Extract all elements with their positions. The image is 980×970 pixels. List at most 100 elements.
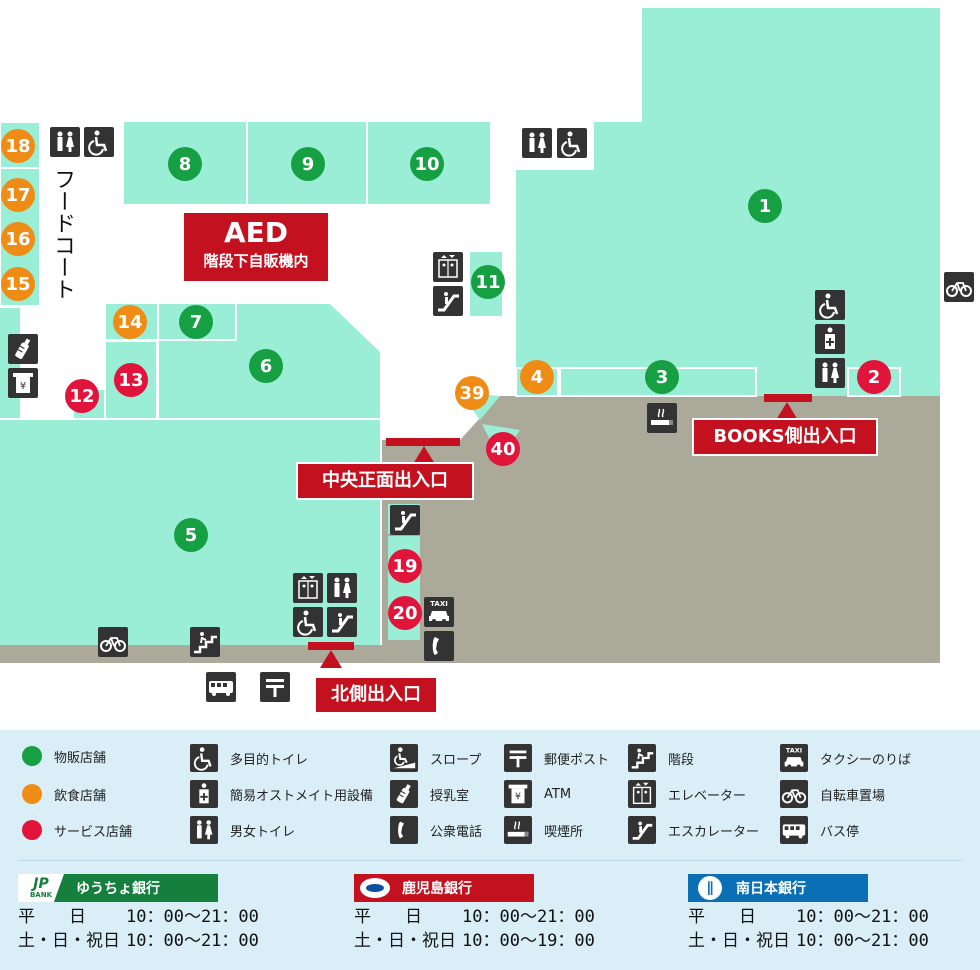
store-marker-7[interactable]: 7	[179, 305, 213, 339]
wheelchair-icon	[190, 744, 218, 772]
post-icon	[260, 672, 290, 702]
books-entrance-label[interactable]: BOOKS側出入口	[692, 418, 878, 456]
elevator-icon	[433, 252, 463, 282]
bank-header-kagoshima: 鹿児島銀行	[354, 874, 534, 902]
smoking-icon	[647, 403, 677, 433]
bank-header-yucho: JP BANK ゆうちょ銀行	[18, 874, 218, 902]
store-marker-11[interactable]: 11	[471, 265, 505, 299]
store-marker-14[interactable]: 14	[113, 305, 147, 339]
hours-value: 10：00〜21：00	[462, 907, 595, 927]
wheelchair-icon	[293, 607, 323, 637]
store-marker-20[interactable]: 20	[388, 596, 422, 630]
legend-label: ATM	[544, 786, 572, 802]
legend-divider	[18, 860, 962, 861]
service-dot	[22, 820, 42, 840]
store-marker-18[interactable]: 18	[1, 129, 35, 163]
legend-item-elevator: エレベーター	[628, 780, 746, 808]
store-marker-3[interactable]: 3	[645, 360, 679, 394]
hours-label: 平 日	[688, 907, 756, 927]
slope-icon	[390, 744, 418, 772]
central-entrance-label[interactable]: 中央正面出入口	[296, 462, 474, 500]
store-marker-6[interactable]: 6	[249, 349, 283, 383]
svg-text:¥: ¥	[20, 381, 26, 392]
legend-item-bicycle: 自転車置場	[780, 780, 885, 808]
escalator-icon	[628, 816, 656, 844]
escalator-icon	[327, 607, 357, 637]
legend-label: 飲食店舗	[54, 788, 107, 804]
store-marker-39[interactable]: 39	[455, 376, 489, 410]
ostomate-icon	[190, 780, 218, 808]
hours-value: 10：00〜21：00	[796, 931, 929, 951]
food-court-label: フードコート	[50, 168, 75, 300]
store-marker-15[interactable]: 15	[1, 267, 35, 301]
legend-category-service: サービス店舗	[22, 820, 132, 840]
store-marker-16[interactable]: 16	[1, 222, 35, 256]
store-marker-10[interactable]: 10	[410, 147, 444, 181]
legend-label: サービス店舗	[54, 824, 133, 840]
store-marker-2[interactable]: 2	[857, 360, 891, 394]
post-icon	[504, 744, 532, 772]
legend-label: 物販店舗	[54, 750, 107, 766]
walkway	[0, 396, 940, 663]
bank-header-minami-nippon: ∥ 南日本銀行	[688, 874, 868, 902]
restroom-icon	[815, 358, 845, 388]
wheelchair-icon	[84, 127, 114, 157]
legend-label: タクシーのりば	[820, 752, 912, 768]
store-marker-9[interactable]: 9	[291, 147, 325, 181]
legend-item-bus: バス停	[780, 816, 859, 844]
legend-label: エスカレーター	[668, 824, 760, 840]
hours-label: 土・日・祝日	[354, 931, 456, 951]
store-marker-12[interactable]: 12	[65, 379, 99, 413]
stairs-icon	[190, 627, 220, 657]
legend-label: 階段	[668, 752, 695, 768]
store-marker-5[interactable]: 5	[174, 518, 208, 552]
nursing-icon	[390, 780, 418, 808]
restroom-icon	[522, 128, 552, 158]
store-marker-1[interactable]: 1	[748, 189, 782, 223]
hours-label: 土・日・祝日	[18, 931, 120, 951]
legend-item-nursing: 授乳室	[390, 780, 469, 808]
aed-subtitle: 階段下自販機内	[203, 252, 309, 270]
hours-value: 10：00〜21：00	[126, 931, 259, 951]
elevator-icon	[293, 573, 323, 603]
jp-bank-logo-sub: BANK	[29, 891, 53, 899]
store-marker-13[interactable]: 13	[114, 363, 148, 397]
bank-name: 鹿児島銀行	[402, 881, 472, 897]
hours-label: 平 日	[354, 907, 422, 927]
north-entrance-label[interactable]: 北側出入口	[314, 676, 438, 714]
stairs-icon	[628, 744, 656, 772]
aed-title: AED	[223, 216, 289, 249]
restroom-icon	[327, 573, 357, 603]
legend-item-post: 郵便ポスト	[504, 744, 609, 772]
bus-icon	[780, 816, 808, 844]
central-pointer	[413, 446, 435, 464]
escalator-icon	[433, 286, 463, 316]
store-marker-8[interactable]: 8	[168, 147, 202, 181]
legend-item-ostomate: 簡易オストメイト用設備	[190, 780, 373, 808]
kagoshima-bank-logo	[360, 878, 390, 898]
minami-nippon-bank-logo: ∥	[698, 876, 722, 900]
store-marker-19[interactable]: 19	[388, 549, 422, 583]
hours-label: 平 日	[18, 907, 86, 927]
legend-item-taxi: TAXI タクシーのりば	[780, 744, 911, 772]
phone-icon	[390, 816, 418, 844]
atm-icon: ¥	[8, 368, 38, 398]
books-entrance-marker	[764, 394, 812, 402]
store-marker-17[interactable]: 17	[1, 178, 35, 212]
restroom-icon	[50, 127, 80, 157]
legend-item-stairs: 階段	[628, 744, 694, 772]
ostomate-icon	[815, 324, 845, 354]
escalator-icon	[390, 505, 420, 535]
bank-name: 南日本銀行	[736, 881, 806, 897]
legend-category-food: 飲食店舗	[22, 784, 106, 804]
legend-label: 男女トイレ	[230, 824, 296, 840]
smoking-icon	[504, 816, 532, 844]
jp-bank-logo: JP BANK	[18, 874, 64, 902]
taxi-icon: TAXI	[780, 744, 808, 772]
wheelchair-icon	[815, 290, 845, 320]
store-marker-40[interactable]: 40	[486, 432, 520, 466]
legend-panel: 物販店舗 飲食店舗 サービス店舗 多目的トイレ 簡易オストメイト用設備 男女トイ…	[0, 730, 980, 970]
legend-item-restroom: 男女トイレ	[190, 816, 295, 844]
store-marker-4[interactable]: 4	[520, 360, 554, 394]
